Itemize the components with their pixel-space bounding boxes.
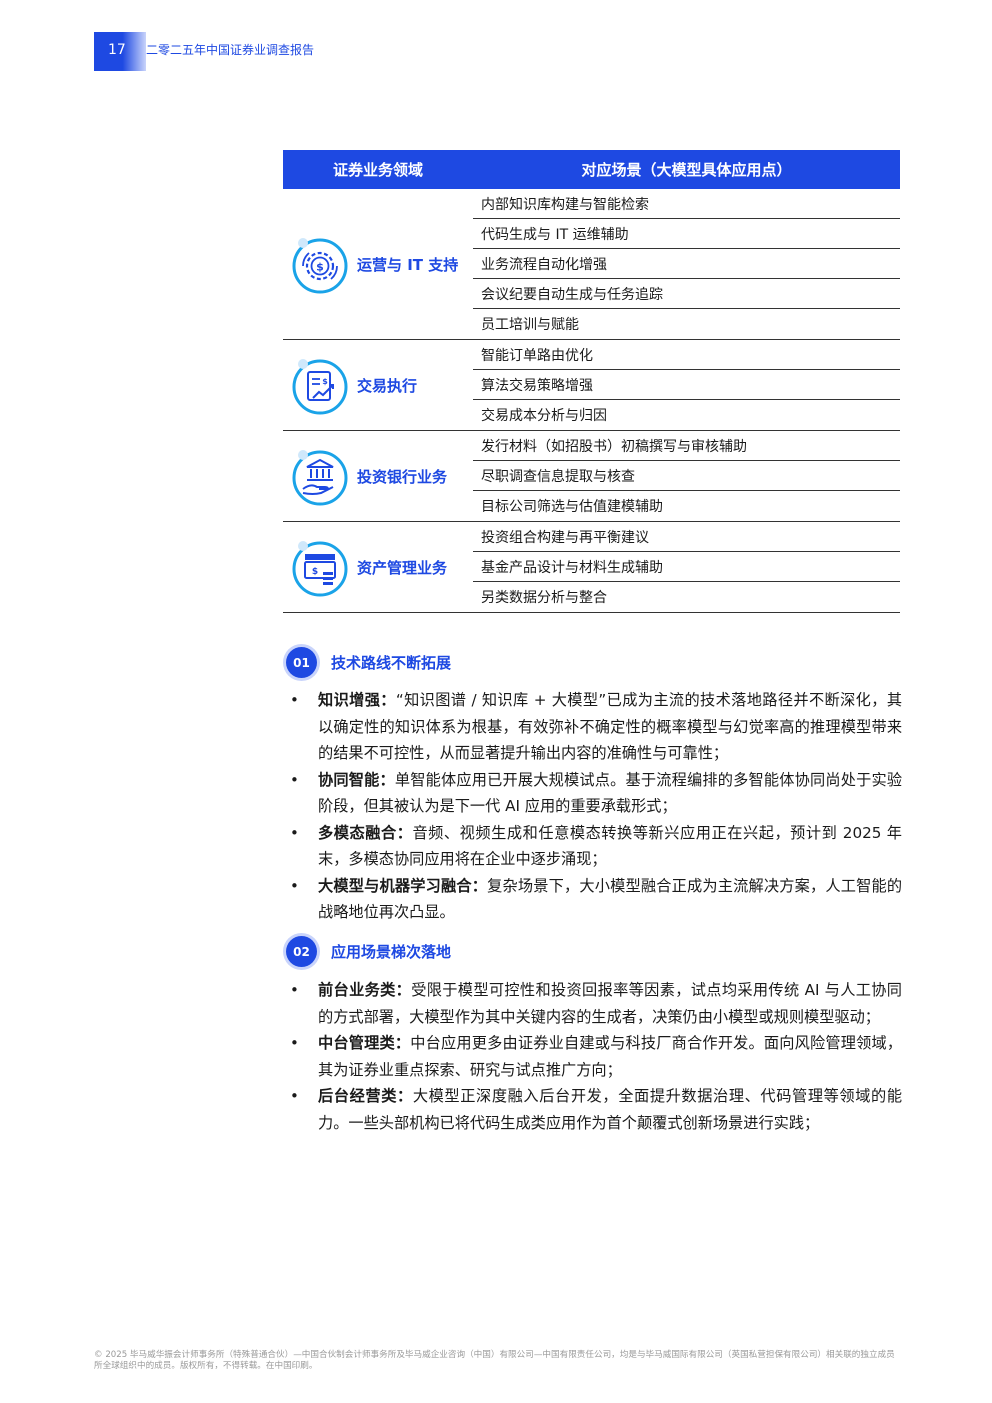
table-group-investment-banking: 投资银行业务 发行材料（如招股书）初稿撰写与审核辅助 尽职调查信息提取与核查 目…: [283, 431, 900, 522]
bullet-dot: •: [290, 1034, 299, 1052]
group-items: 发行材料（如招股书）初稿撰写与审核辅助 尽职调查信息提取与核查 目标公司筛选与估…: [473, 431, 900, 521]
section-01-bullet-list: • 知识增强：“知识图谱 / 知识库 + 大模型”已成为主流的技术落地路径并不断深…: [290, 687, 902, 926]
bullet-text: 大模型正深度融入后台开发，全面提升数据治理、代码管理等领域的能力。一些头部机构已…: [318, 1087, 903, 1132]
bullet-dot: •: [290, 1087, 299, 1105]
document-chart-icon: $: [289, 354, 351, 416]
bullet-text: 音频、视频生成和任意模态转换等新兴应用正在兴起，预计到 2025 年末，多模态协…: [318, 823, 902, 869]
table-group-operations: $ 运营与 IT 支持 内部知识库构建与智能检索 代码生成与 IT 运维辅助 业…: [283, 189, 900, 340]
bullet-text: 复杂场景下，大小模型融合正成为主流解决方案，人工智能的战略地位再次凸显。: [318, 876, 903, 922]
group-name: 资产管理业务: [357, 558, 448, 577]
bullet-text: 中台应用更多由证券业自建或与科技厂商合作开发。面向风险管理领域，其为证券业重点探…: [318, 1034, 903, 1079]
table-header: 证券业务领域 对应场景（大模型具体应用点）: [283, 150, 900, 189]
group-label-cell: 投资银行业务: [283, 431, 473, 521]
table-row: 代码生成与 IT 运维辅助: [473, 219, 900, 249]
bullet-dot: •: [290, 876, 299, 895]
section-title: 应用场景梯次落地: [331, 943, 452, 961]
table-row: 算法交易策略增强: [473, 370, 900, 400]
table-group-trading: $ 交易执行 智能订单路由优化 算法交易策略增强 交易成本分析与归因: [283, 340, 900, 431]
report-title: 二零二五年中国证券业调查报告: [146, 43, 315, 57]
group-items: 内部知识库构建与智能检索 代码生成与 IT 运维辅助 业务流程自动化增强 会议纪…: [473, 189, 900, 339]
bullet-dot: •: [290, 770, 299, 789]
bullet-text: 受限于模型可控性和投资回报率等因素，试点均采用传统 AI 与人工协同的方式部署，…: [318, 981, 902, 1026]
list-item: • 知识增强：“知识图谱 / 知识库 + 大模型”已成为主流的技术落地路径并不断深…: [290, 687, 902, 767]
table-group-asset-management: $ 资产管理业务 投资组合构建与再平衡建议 基金产品设计与材料生成辅助 另类数据…: [283, 522, 900, 613]
section-title: 技术路线不断拓展: [331, 654, 452, 672]
group-label-cell: $ 交易执行: [283, 340, 473, 430]
page-number-block: [94, 32, 146, 71]
bullet-text: “知识图谱 / 知识库 + 大模型”已成为主流的技术落地路径并不断深化，其以确定…: [318, 691, 903, 762]
bullet-label: 后台经营类：: [318, 1087, 413, 1105]
table-row: 交易成本分析与归因: [481, 408, 607, 424]
group-items: 智能订单路由优化 算法交易策略增强 交易成本分析与归因: [473, 340, 900, 430]
bullet-label: 协同智能：: [318, 770, 395, 789]
bullet-dot: •: [290, 823, 299, 842]
svg-text:$: $: [312, 567, 318, 577]
group-label-cell: $ 资产管理业务: [283, 522, 473, 612]
scenario-table: 证券业务领域 对应场景（大模型具体应用点） $ 运营与 IT 支持 内部知识库构…: [283, 150, 900, 613]
svg-text:$: $: [316, 261, 324, 274]
list-item: • 协同智能：单智能体应用已开展大规模试点。基于流程编排的多智能体协同尚处于实验阶…: [290, 767, 902, 820]
table-row: 内部知识库构建与智能检索: [473, 189, 900, 219]
table-row: 业务流程自动化增强: [473, 249, 900, 279]
list-item: • 中台管理类：中台应用更多由证券业自建或与科技厂商合作开发。面向风险管理领域，其…: [290, 1030, 902, 1083]
page-number: 17: [108, 42, 126, 58]
table-row: 员工培训与赋能: [481, 317, 579, 333]
bank-hand-icon: [289, 445, 351, 507]
bullet-label: 知识增强：: [318, 691, 396, 709]
section-number-badge: 02: [286, 936, 317, 967]
bullet-label: 前台业务类：: [318, 981, 412, 999]
section-number-badge: 01: [286, 647, 317, 678]
table-row: 尽职调查信息提取与核查: [473, 461, 900, 491]
section-02-bullet-list: • 前台业务类：受限于模型可控性和投资回报率等因素，试点均采用传统 AI 与人工协…: [290, 977, 902, 1136]
bullet-dot: •: [290, 981, 299, 999]
table-row: 另类数据分析与整合: [481, 590, 607, 606]
bullet-dot: •: [290, 691, 299, 709]
gear-dollar-icon: $: [289, 233, 351, 295]
list-item: • 多模态融合：音频、视频生成和任意模态转换等新兴应用正在兴起，预计到 2025 …: [290, 820, 902, 873]
table-row: 会议纪要自动生成与任务追踪: [473, 279, 900, 309]
table-row: 发行材料（如招股书）初稿撰写与审核辅助: [473, 431, 900, 461]
table-row: 目标公司筛选与估值建模辅助: [481, 499, 663, 515]
group-name: 交易执行: [357, 376, 418, 395]
table-header-domain: 证券业务领域: [332, 161, 423, 179]
bullet-text: 单智能体应用已开展大规模试点。基于流程编排的多智能体协同尚处于实验阶段，但其被认…: [318, 770, 903, 816]
bullet-label: 多模态融合：: [318, 823, 413, 842]
table-row: 投资组合构建与再平衡建议: [473, 522, 900, 552]
group-name: 投资银行业务: [357, 467, 448, 486]
group-name: 运营与 IT 支持: [357, 255, 459, 274]
bullet-label: 中台管理类：: [318, 1034, 411, 1052]
group-items: 投资组合构建与再平衡建议 基金产品设计与材料生成辅助 另类数据分析与整合: [473, 522, 900, 612]
table-row: 基金产品设计与材料生成辅助: [473, 552, 900, 582]
money-stack-icon: $: [289, 536, 351, 598]
list-item: • 后台经营类：大模型正深度融入后台开发，全面提升数据治理、代码管理等领域的能力。…: [290, 1083, 902, 1136]
bullet-label: 大模型与机器学习融合：: [318, 876, 488, 895]
svg-text:$: $: [322, 377, 328, 386]
copyright-footer: © 2025 毕马威华振会计师事务所（特殊普通合伙）—中国合伙制会计师事务所及毕…: [94, 1350, 895, 1371]
group-label-cell: $ 运营与 IT 支持: [283, 189, 473, 339]
section-heading-02: 02 应用场景梯次落地: [286, 936, 451, 967]
table-row: 智能订单路由优化: [473, 340, 900, 370]
list-item: • 大模型与机器学习融合：复杂场景下，大小模型融合正成为主流解决方案，人工智能的战…: [290, 873, 902, 926]
table-header-scenario: 对应场景（大模型具体应用点）: [581, 161, 792, 179]
section-heading-01: 01 技术路线不断拓展: [286, 647, 451, 678]
list-item: • 前台业务类：受限于模型可控性和投资回报率等因素，试点均采用传统 AI 与人工协…: [290, 977, 902, 1030]
